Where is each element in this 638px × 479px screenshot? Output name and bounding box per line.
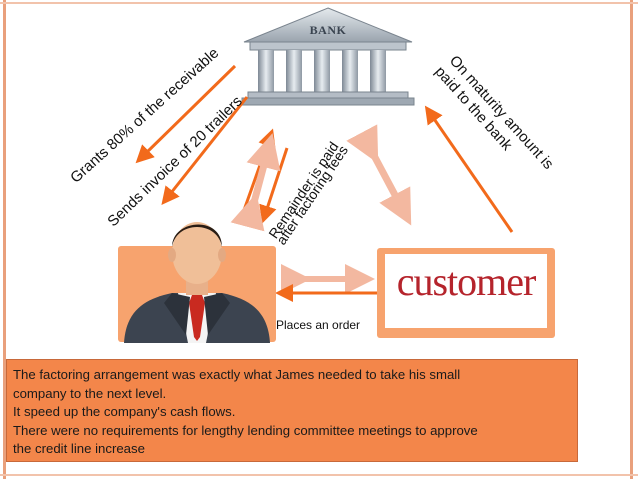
maturity-arrow bbox=[424, 105, 514, 233]
info-box: The factoring arrangement was exactly wh… bbox=[6, 359, 578, 462]
sends-invoice-arrow bbox=[161, 96, 249, 206]
grants-arrow bbox=[135, 64, 237, 164]
businessman-icon bbox=[124, 222, 270, 343]
info-line: There were no requirements for lengthy l… bbox=[13, 422, 478, 438]
customer-panel bbox=[385, 254, 547, 328]
info-line: It speed up the company's cash flows. bbox=[13, 404, 236, 419]
pale-arrow-left bbox=[230, 133, 281, 232]
info-line: The factoring arrangement was exactly wh… bbox=[13, 367, 461, 382]
bank-building-icon bbox=[241, 7, 415, 106]
bank-sign: BANK bbox=[309, 23, 347, 37]
info-line: company to the next level. bbox=[13, 385, 167, 401]
customer-word: customer bbox=[396, 259, 537, 304]
places-order-label: Places an order bbox=[276, 318, 361, 332]
slide-border-bottom bbox=[0, 474, 638, 476]
info-line: the credit line increase bbox=[13, 441, 145, 456]
slide-border-right bbox=[630, 0, 633, 479]
slide-border-top bbox=[0, 2, 638, 4]
pale-arrow-right bbox=[346, 124, 412, 226]
slide-border-left bbox=[3, 0, 6, 479]
